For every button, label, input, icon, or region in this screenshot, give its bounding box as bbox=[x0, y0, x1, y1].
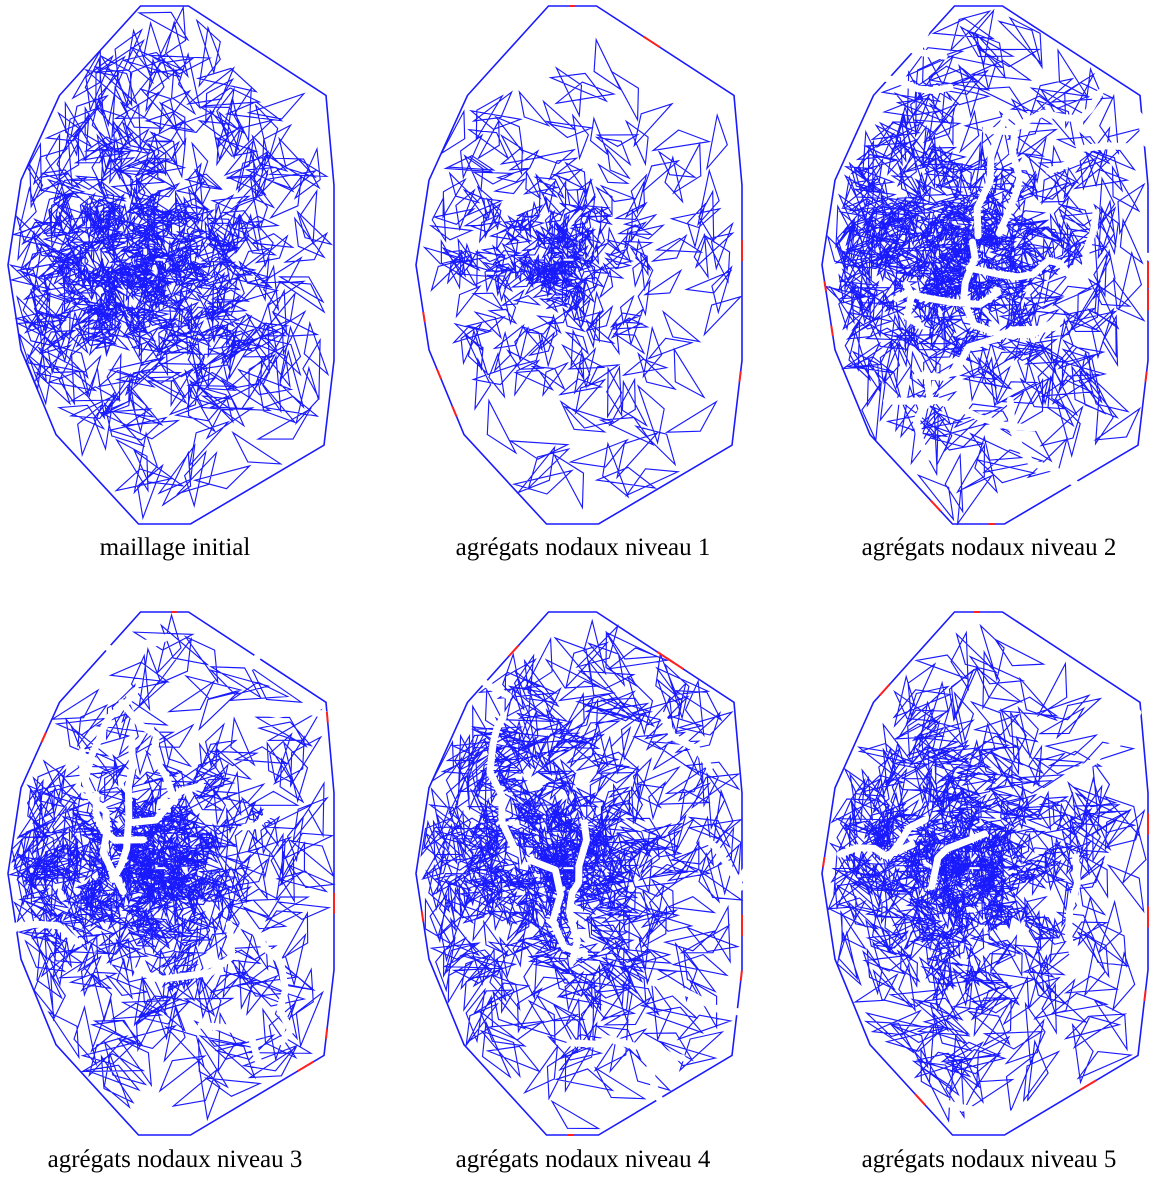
mesh-figure bbox=[7, 5, 335, 525]
aggregate-separators bbox=[813, 0, 1164, 506]
domain-outline bbox=[821, 611, 1149, 1136]
boundary-marker bbox=[422, 311, 426, 323]
boundary-markers bbox=[420, 644, 743, 1136]
panel-maillage-initial: maillage initial bbox=[0, 0, 350, 580]
domain-outline bbox=[415, 5, 743, 525]
boundary-marker bbox=[929, 499, 942, 512]
panel-agregats-niveau-4: agrégats nodaux niveau 4 bbox=[408, 606, 794, 1187]
panel-caption: agrégats nodaux niveau 1 bbox=[455, 534, 711, 561]
panel-caption: agrégats nodaux niveau 4 bbox=[455, 1146, 711, 1173]
boundary-marker bbox=[1079, 1079, 1097, 1091]
boundary-marker bbox=[738, 371, 742, 382]
panel-agregats-niveau-1: agrégats nodaux niveau 1 bbox=[408, 0, 758, 580]
aggregate-separators bbox=[414, 645, 794, 1121]
boundary-marker bbox=[1144, 371, 1148, 382]
boundary-marker bbox=[40, 731, 47, 743]
boundary-marker bbox=[830, 325, 834, 336]
boundary-marker bbox=[325, 711, 329, 723]
boundary-marker bbox=[739, 970, 743, 981]
boundary-markers bbox=[821, 611, 1149, 1106]
panel-caption: agrégats nodaux niveau 2 bbox=[861, 534, 1117, 561]
boundary-marker bbox=[508, 644, 520, 657]
boundary-marker bbox=[297, 1060, 315, 1072]
mesh-triangles bbox=[823, 8, 1146, 526]
domain-outline bbox=[7, 5, 335, 525]
boundary-markers bbox=[40, 611, 335, 1072]
mesh-figure bbox=[414, 611, 794, 1136]
mesh-figure bbox=[821, 611, 1149, 1136]
aggregate-separators bbox=[0, 560, 385, 1067]
mesh-figure bbox=[0, 560, 385, 1136]
aggregate-separators bbox=[836, 709, 1142, 1123]
panel-agregats-niveau-2: agrégats nodaux niveau 2 bbox=[813, 0, 1164, 580]
domain-outline bbox=[821, 5, 1149, 525]
mesh-triangles bbox=[7, 612, 336, 1122]
boundary-markers bbox=[422, 5, 743, 417]
boundary-markers bbox=[823, 262, 1149, 525]
mesh-figure bbox=[415, 5, 743, 525]
boundary-marker bbox=[878, 683, 891, 697]
boundary-marker bbox=[324, 1028, 329, 1040]
boundary-marker bbox=[451, 405, 458, 417]
boundary-marker bbox=[642, 35, 661, 49]
panel-caption: maillage initial bbox=[99, 534, 251, 561]
boundary-marker bbox=[420, 911, 425, 922]
boundary-marker bbox=[821, 856, 826, 868]
panel-agregats-niveau-5: agrégats nodaux niveau 5 bbox=[814, 606, 1164, 1187]
mesh-triangles bbox=[422, 37, 743, 510]
panel-caption: agrégats nodaux niveau 3 bbox=[47, 1146, 303, 1173]
mesh-triangles bbox=[8, 5, 334, 521]
boundary-marker bbox=[823, 281, 828, 292]
boundary-marker bbox=[435, 368, 442, 380]
panel-agregats-niveau-3: agrégats nodaux niveau 3 bbox=[0, 560, 385, 1187]
boundary-marker bbox=[1143, 990, 1147, 1001]
panel-caption: agrégats nodaux niveau 5 bbox=[861, 1146, 1117, 1173]
boundary-marker bbox=[666, 657, 684, 670]
mesh-figure bbox=[813, 0, 1164, 526]
boundary-marker bbox=[914, 1093, 926, 1106]
